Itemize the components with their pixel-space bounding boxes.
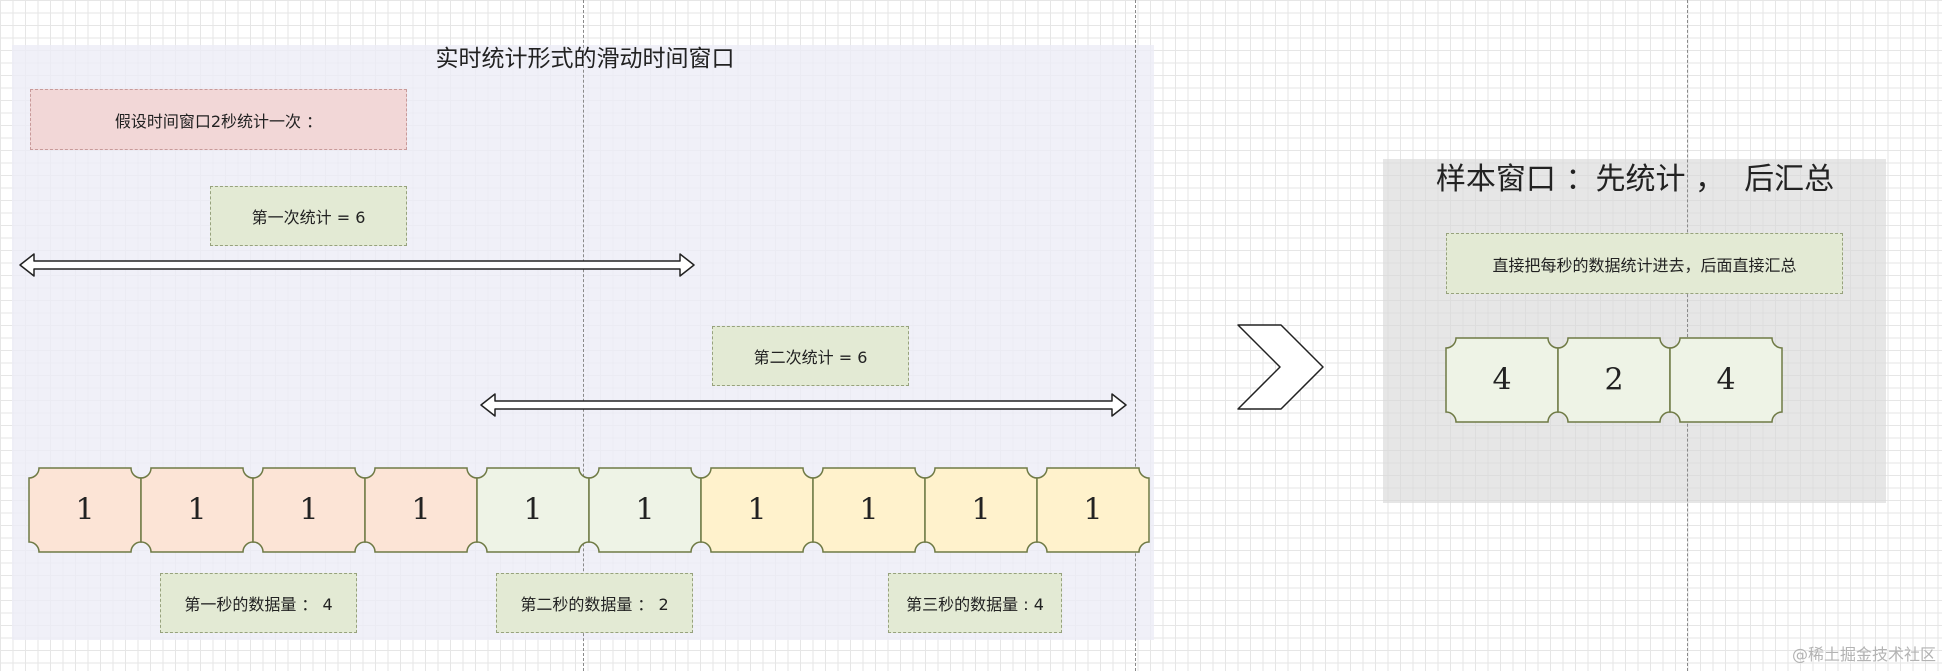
sliding-cell-value: 1 xyxy=(859,493,878,528)
sample-window-cells: 4 2 4 xyxy=(1445,337,1783,423)
sample-cell xyxy=(1557,337,1671,423)
sliding-cell-value: 1 xyxy=(411,493,430,528)
second-second-count-note: 第二秒的数据量 ： 2 xyxy=(496,573,693,633)
second-stat-note: 第二次统计 = 6 xyxy=(712,326,909,386)
sliding-cell xyxy=(924,467,1038,553)
sample-window-title: 样本窗口 ：先统计 ， 后汇总 xyxy=(1435,162,1835,197)
guide-line xyxy=(1687,0,1688,671)
sliding-cell xyxy=(588,467,702,553)
sliding-cell xyxy=(252,467,366,553)
sample-cell-value: 4 xyxy=(1716,363,1735,398)
sliding-cell-value: 1 xyxy=(1083,493,1102,528)
sliding-cell xyxy=(700,467,814,553)
sliding-cell-value: 1 xyxy=(299,493,318,528)
assumption-note: 假设时间窗口2秒统计一次 ： xyxy=(30,89,407,150)
sliding-window-cells: 1 1 1 1 1 1 1 1 1 1 xyxy=(28,467,1150,553)
chevron-right-icon xyxy=(1237,324,1324,410)
sample-cell-value: 2 xyxy=(1604,363,1623,398)
guide-line xyxy=(1135,0,1136,671)
sliding-cell-value: 1 xyxy=(971,493,990,528)
sliding-cell xyxy=(28,467,142,553)
first-window-arrow xyxy=(19,253,695,277)
sliding-cell-value: 1 xyxy=(747,493,766,528)
sample-cell xyxy=(1669,337,1783,423)
sliding-cell xyxy=(476,467,590,553)
sliding-cell-value: 1 xyxy=(187,493,206,528)
direct-sum-note: 直接把每秒的数据统计进去，后面直接汇总 xyxy=(1446,233,1843,294)
sample-cell xyxy=(1445,337,1559,423)
sliding-cell-value: 1 xyxy=(523,493,542,528)
sliding-cell xyxy=(364,467,478,553)
first-stat-note: 第一次统计 = 6 xyxy=(210,186,407,246)
first-second-count-note: 第一秒的数据量 ： 4 xyxy=(160,573,357,633)
sliding-cell xyxy=(812,467,926,553)
sliding-cell xyxy=(1036,467,1150,553)
sliding-cell-value: 1 xyxy=(635,493,654,528)
sliding-window-title: 实时统计形式的滑动时间窗口 xyxy=(435,46,735,72)
guide-line xyxy=(583,0,584,671)
third-second-count-note: 第三秒的数据量 : 4 xyxy=(888,573,1062,633)
sliding-cell-value: 1 xyxy=(75,493,94,528)
sample-cell-value: 4 xyxy=(1492,363,1511,398)
sample-window-panel xyxy=(1383,159,1886,503)
watermark: @稀土掘金技术社区 xyxy=(1791,645,1936,664)
sliding-cell xyxy=(140,467,254,553)
second-window-arrow xyxy=(480,393,1127,417)
